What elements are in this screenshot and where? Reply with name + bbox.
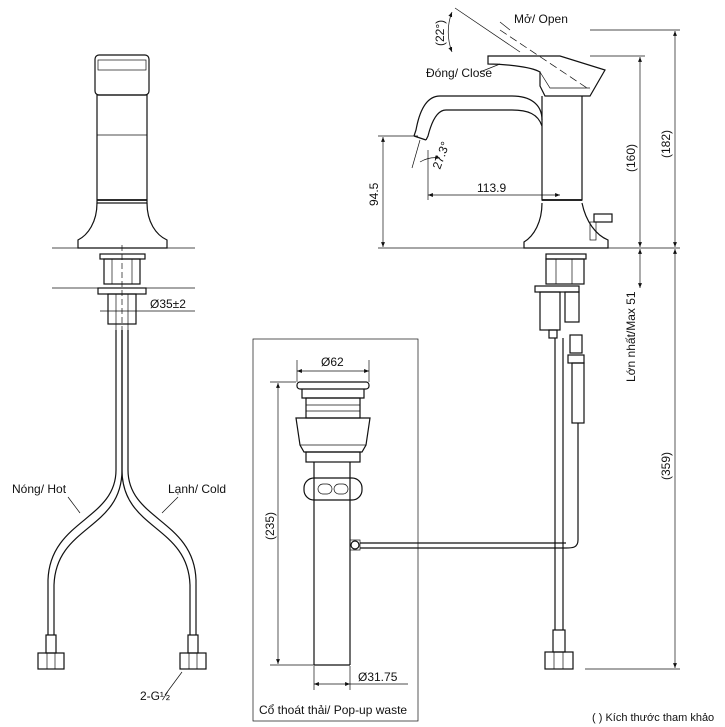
base-side xyxy=(523,199,613,249)
hose-side xyxy=(544,338,574,670)
thread-leader xyxy=(164,671,183,696)
waste-nut xyxy=(303,477,363,501)
front-view: Ø35±2 Nóng/ Hot Lạnh/ Cold 2-G½ xyxy=(12,54,226,703)
waste-cap xyxy=(296,381,370,419)
waste-top-dia-label: Ø62 xyxy=(321,355,344,369)
angle-spout-label: 27.3° xyxy=(430,140,453,171)
open-label: Mở/ Open xyxy=(514,12,568,26)
spout-height-label: 94.5 xyxy=(367,182,381,206)
height-182-label: (182) xyxy=(659,130,673,158)
popup-waste-label: Cổ thoát thải/ Pop-up waste xyxy=(259,703,407,717)
side-view: Mở/ Open Đóng/ Close (22°) 27.3° 113.9 9… xyxy=(360,7,680,670)
popup-waste-box: Ø62 (235) Ø31.75 Cổ thoát thải/ Pop-up w… xyxy=(252,338,419,722)
thread-label: 2-G½ xyxy=(140,689,170,703)
waste-dimensions xyxy=(270,360,408,690)
waste-flange xyxy=(295,417,371,463)
hose-nut-left xyxy=(37,634,65,670)
spout-side xyxy=(411,95,583,201)
hole-dia-label: Ø35±2 xyxy=(150,297,186,311)
mounting-shank-front xyxy=(52,245,195,400)
hose-nut-right xyxy=(179,634,207,670)
waste-tube xyxy=(313,462,361,666)
hot-label: Nóng/ Hot xyxy=(12,482,67,496)
supply-hoses xyxy=(47,330,197,635)
cold-label: Lạnh/ Cold xyxy=(168,482,226,496)
close-label: Đóng/ Close xyxy=(426,66,492,80)
cold-leader xyxy=(161,496,179,514)
popup-rod-side xyxy=(565,334,585,549)
hose-359-label: (359) xyxy=(659,452,673,480)
spout-reach-label: 113.9 xyxy=(477,181,506,195)
faucet-body-front xyxy=(52,54,195,249)
reference-note: ( ) Kích thước tham khảo xyxy=(592,712,714,724)
hot-leader xyxy=(67,496,81,514)
angle-open-label: (22°) xyxy=(433,20,447,46)
max51-label: Lớn nhất/Max 51 xyxy=(624,291,638,382)
popup-link-rod xyxy=(360,542,566,549)
waste-bottom-dia-label: Ø31.75 xyxy=(358,670,398,684)
mounting-shank-side xyxy=(534,253,587,339)
dimension-lines xyxy=(378,11,680,670)
height-160-label: (160) xyxy=(624,144,638,172)
lever-handle xyxy=(454,7,606,97)
max51-vn: Lớn nhất/Max 51 xyxy=(624,291,638,382)
waste-235-label: (235) xyxy=(263,512,277,540)
